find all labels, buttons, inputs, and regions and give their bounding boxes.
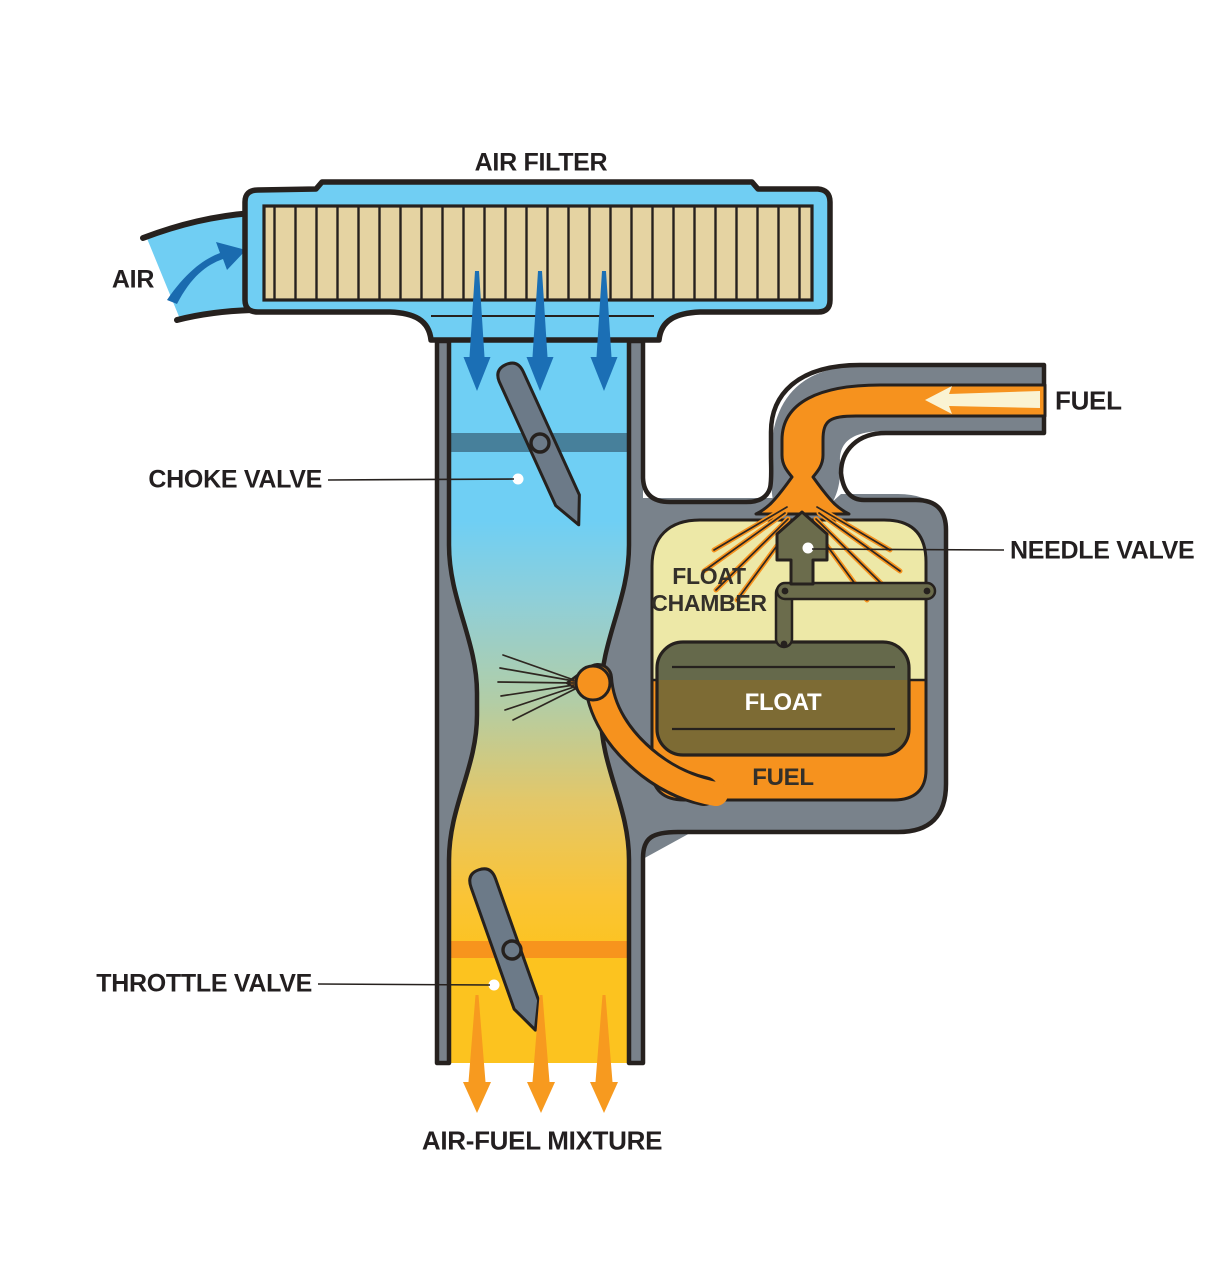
float-assembly: [655, 510, 937, 757]
throttle-valve-label: THROTTLE VALVE: [96, 969, 312, 998]
left-wall: [434, 338, 480, 1066]
needle-valve-dot: [802, 542, 814, 554]
throttle-valve-dot: [488, 979, 500, 991]
float-chamber-label-line1: FLOAT: [672, 563, 746, 589]
throttle-valve: [468, 867, 541, 1032]
leader-lines: [317, 478, 1005, 986]
air-inlet-pipe: [140, 210, 255, 323]
fuel-inlet-label: FUEL: [1055, 385, 1122, 416]
choke-pivot: [529, 432, 551, 454]
needle-valve-label: NEEDLE VALVE: [1010, 536, 1195, 565]
fuel-pipe-flow: [754, 383, 1047, 516]
mixture-arrows: [463, 995, 618, 1113]
float-chamber-label-line2: CHAMBER: [651, 590, 767, 616]
throttle-shaft-band: [449, 941, 629, 958]
float-body: [655, 640, 911, 757]
air-label: AIR: [111, 265, 155, 294]
fuel-arrow-icon: [925, 386, 1040, 414]
needle-leader-line: [811, 548, 1005, 551]
fuel-jet-passage: [583, 663, 728, 806]
float-label: FLOAT: [744, 689, 822, 716]
float-chamber-label: FLOAT CHAMBER: [651, 563, 767, 617]
choke-valve: [496, 361, 581, 527]
intake-air-arrows: [463, 271, 618, 391]
float-linkage: [774, 581, 937, 649]
nozzle-spray: [497, 654, 576, 721]
air-flow-arrow-icon: [167, 242, 246, 304]
fuel-chamber-label: FUEL: [752, 764, 814, 791]
needle-valve-shape: [775, 510, 829, 586]
fuel-nozzle: [497, 654, 612, 721]
choke-valve-label: CHOKE VALVE: [148, 465, 322, 494]
choke-leader-line: [327, 478, 515, 481]
throttle-leader-line: [317, 983, 491, 986]
air-filter-label: AIR FILTER: [474, 148, 608, 177]
throttle-pivot: [501, 939, 523, 961]
right-body-outline: [598, 338, 1047, 1066]
choke-valve-dot: [512, 473, 524, 485]
air-fuel-mixture-label: AIR-FUEL MIXTURE: [421, 1125, 663, 1156]
